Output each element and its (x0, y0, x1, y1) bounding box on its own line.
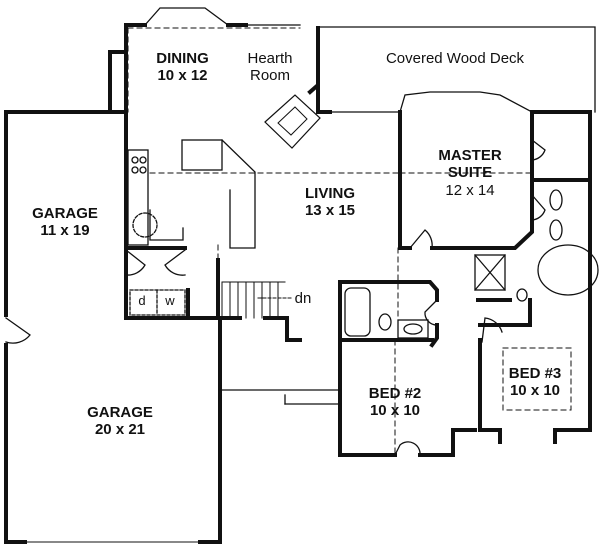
room-dining: DINING 10 x 12 (140, 50, 225, 85)
room-size: 13 x 15 (304, 202, 356, 220)
stairs-down-label: dn (294, 290, 312, 307)
room-name: BED #3 (508, 365, 562, 382)
room-name: LIVING (304, 185, 355, 202)
room-name: GARAGE (87, 404, 153, 421)
room-size: 10 x 10 (369, 402, 421, 420)
room-bed-3: BED #3 10 x 10 (490, 365, 580, 400)
room-size: 10 x 12 (157, 67, 208, 85)
room-size: 10 x 10 (509, 382, 561, 400)
room-name-line2: SUITE (447, 164, 493, 182)
room-garage-1: GARAGE 11 x 19 (15, 205, 115, 240)
room-name: Hearth (247, 50, 293, 67)
room-name-line2: Room (249, 67, 290, 85)
room-name: GARAGE (32, 205, 98, 222)
room-deck: Covered Wood Deck (350, 50, 560, 67)
room-master: MASTER SUITE 12 x 14 (410, 147, 530, 199)
room-living: LIVING 13 x 15 (280, 185, 380, 220)
room-size: 12 x 14 (445, 181, 495, 199)
washer-label: w (165, 293, 175, 308)
room-bed-2: BED #2 10 x 10 (355, 385, 435, 420)
dryer-label: d (138, 293, 146, 308)
room-hearth: Hearth Room (235, 50, 305, 85)
room-name: MASTER (438, 147, 502, 164)
room-size: 20 x 21 (94, 421, 146, 439)
room-name: BED #2 (368, 385, 422, 402)
room-garage-2: GARAGE 20 x 21 (70, 404, 170, 439)
room-size: 11 x 19 (40, 222, 90, 240)
room-name: Covered Wood Deck (385, 50, 525, 67)
room-name: DINING (156, 50, 209, 67)
